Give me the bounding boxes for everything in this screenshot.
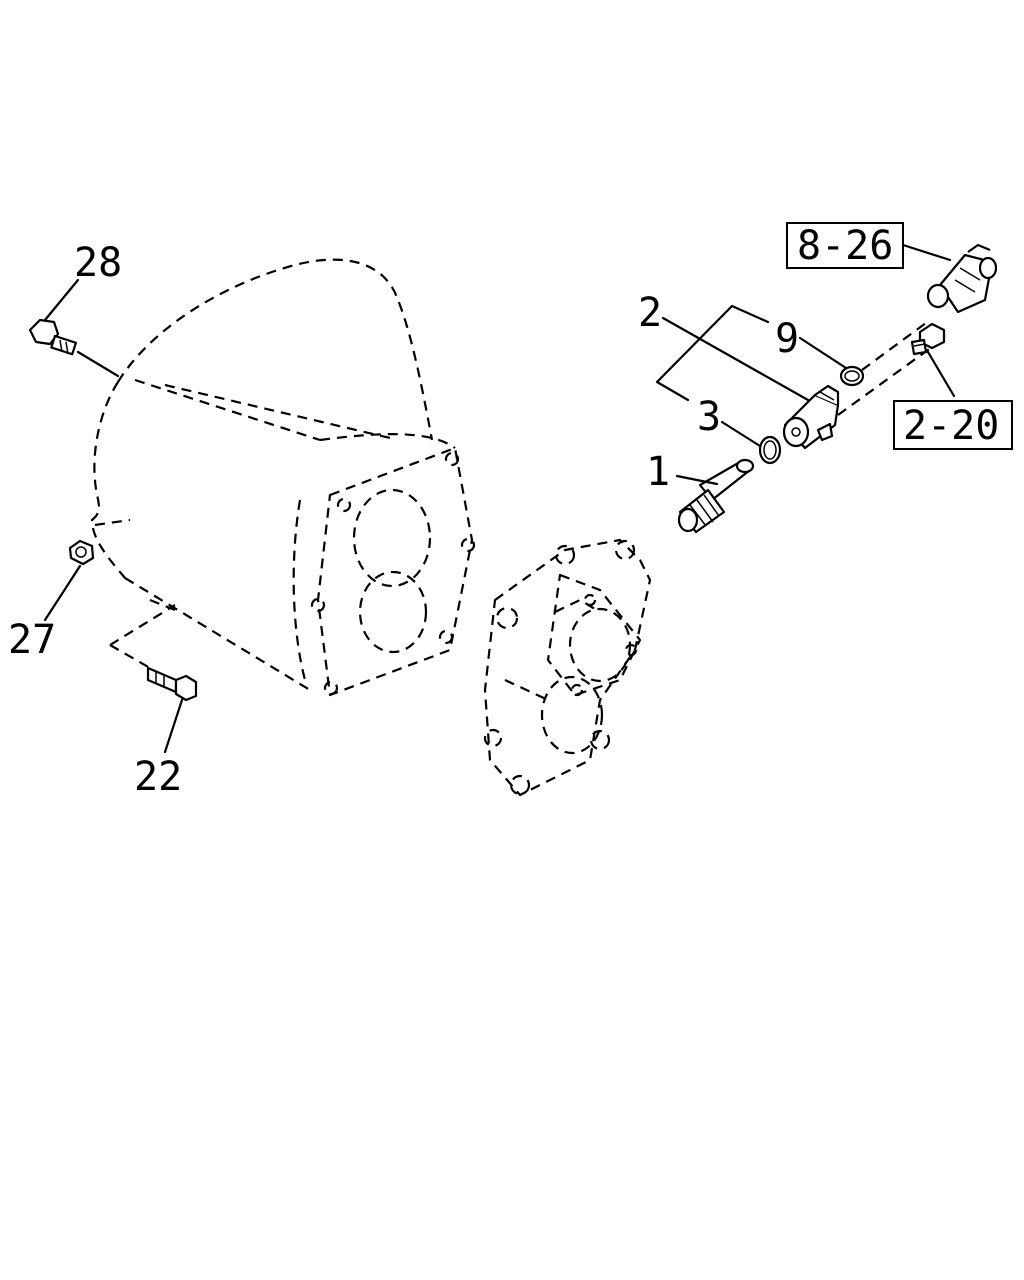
callout-9: 9: [775, 316, 799, 362]
ref-box-2-20: [893, 400, 1013, 450]
transmission-housing: [90, 258, 476, 697]
part-27-nut: [68, 539, 95, 566]
callout-3: 3: [697, 394, 721, 440]
part-3-o-ring: [758, 435, 782, 465]
part-2-sleeve: [782, 384, 840, 450]
leader-lines: [43, 243, 956, 754]
callout-2: 2: [638, 290, 662, 336]
callout-1: 1: [646, 449, 670, 495]
part-28-bolt: [28, 318, 120, 378]
assembly-lines: [837, 319, 933, 416]
callout-28: 28: [74, 240, 122, 286]
rear-cover: [483, 538, 652, 797]
ref-box-8-26: [786, 222, 904, 269]
part-22-bolt: [109, 604, 198, 702]
callout-8-26: 8-26: [797, 223, 893, 269]
part-8-26-sensor: [926, 243, 998, 314]
callout-22: 22: [134, 754, 182, 800]
part-1-drive-gear: [677, 458, 755, 534]
part-9-ring: [839, 365, 865, 387]
callout-2-20: 2-20: [903, 403, 999, 449]
callout-27: 27: [8, 617, 56, 663]
part-2-20-bolt: [910, 322, 946, 356]
